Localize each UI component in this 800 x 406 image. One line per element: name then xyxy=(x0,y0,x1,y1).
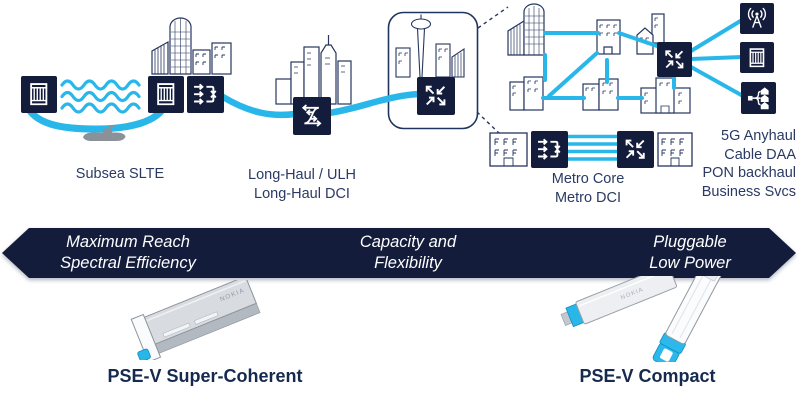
label-subsea-line: Subsea SLTE xyxy=(75,166,165,182)
subsea-cable-link xyxy=(22,100,170,133)
pluggable-module-tilted xyxy=(652,276,725,362)
city-regional xyxy=(395,14,465,78)
network-illustration xyxy=(22,3,745,167)
label-metro-line1: Metro Core xyxy=(551,171,625,187)
label-long-haul: Long-Haul / ULH Long-Haul DCI xyxy=(228,166,376,204)
city-metro xyxy=(507,3,691,114)
muxponder-arrows-icon xyxy=(194,83,217,106)
metro-core-parallel-links xyxy=(566,134,620,161)
band-middle-line1: Capacity and xyxy=(359,233,457,251)
subsea-terminal-node-left xyxy=(21,76,57,113)
cross-connect-node-metro xyxy=(657,42,692,77)
pluggable-module-flat: NOKIA xyxy=(560,276,677,328)
label-metro: Metro Core Metro DCI xyxy=(538,170,638,208)
roadm-node-longhaul xyxy=(293,97,331,135)
muxponder-node-metro-core xyxy=(531,131,568,168)
cross-connect-node-regional xyxy=(417,77,455,115)
product-image-super-coherent-module: NOKIA xyxy=(130,280,261,360)
street-cabinet-rack-icon xyxy=(749,48,765,67)
band-right-line1: Pluggable xyxy=(653,233,727,251)
band-left-line2: Spectral Efficiency xyxy=(60,254,196,272)
muxponder-node-subsea xyxy=(187,76,224,113)
band-middle-line2: Flexibility xyxy=(374,254,442,272)
roadm-switch-icon xyxy=(302,104,322,128)
pon-backhaul-node xyxy=(741,82,776,114)
terminal-rack-icon xyxy=(157,83,175,106)
label-edge-line1: 5G Anyhaul xyxy=(721,128,796,144)
label-long-haul-line2: Long-Haul DCI xyxy=(254,186,350,202)
label-edge-line4: Business Svcs xyxy=(701,183,796,200)
capability-band-arrow: Maximum Reach Spectral Efficiency Capaci… xyxy=(0,228,800,278)
city-long-haul xyxy=(275,35,352,105)
band-segment-middle: Capacity and Flexibility xyxy=(298,228,518,278)
label-edge-line2: Cable DAA xyxy=(724,146,796,163)
band-right-line2: Low Power xyxy=(649,254,731,272)
5g-access-node xyxy=(740,3,774,34)
pon-split-to-homes-icon xyxy=(748,87,769,110)
city-subsea-landing xyxy=(151,17,232,75)
cross-connect-arrows-icon xyxy=(665,50,684,69)
band-left-line1: Maximum Reach xyxy=(66,233,190,251)
cross-connect-arrows-icon xyxy=(625,139,646,160)
fibre-links xyxy=(219,18,745,161)
dashed-connectors xyxy=(476,6,509,136)
label-metro-line2: Metro DCI xyxy=(554,190,622,206)
product-label-compact: PSE-V Compact xyxy=(579,366,716,386)
radio-antenna-icon xyxy=(747,7,767,28)
muxponder-arrows-icon xyxy=(538,138,561,161)
ocean-waves xyxy=(60,79,141,114)
cable-daa-node xyxy=(740,42,774,73)
terminal-rack-icon xyxy=(30,83,48,106)
office-buildings-metro-core xyxy=(489,132,693,167)
band-segment-right: Pluggable Low Power xyxy=(580,228,800,278)
submarine-icon xyxy=(83,125,126,141)
band-segment-left: Maximum Reach Spectral Efficiency xyxy=(8,228,248,278)
label-edge-line3: PON backhaul xyxy=(702,165,797,181)
label-subsea: Subsea SLTE xyxy=(50,165,190,184)
cross-connect-arrows-icon xyxy=(426,86,446,106)
subsea-terminal-node-right xyxy=(148,76,184,113)
highlight-box xyxy=(387,11,479,130)
capability-band: Maximum Reach Spectral Efficiency Capaci… xyxy=(0,228,800,278)
cross-connect-node-metro-dci xyxy=(617,131,654,168)
label-edge-services: 5G Anyhaul Cable DAA PON backhaul Busine… xyxy=(666,127,796,201)
product-image-compact-pluggables: NOKIA xyxy=(560,276,725,362)
product-label-super-coherent: PSE-V Super-Coherent xyxy=(107,366,303,386)
label-long-haul-line1: Long-Haul / ULH xyxy=(248,167,356,183)
